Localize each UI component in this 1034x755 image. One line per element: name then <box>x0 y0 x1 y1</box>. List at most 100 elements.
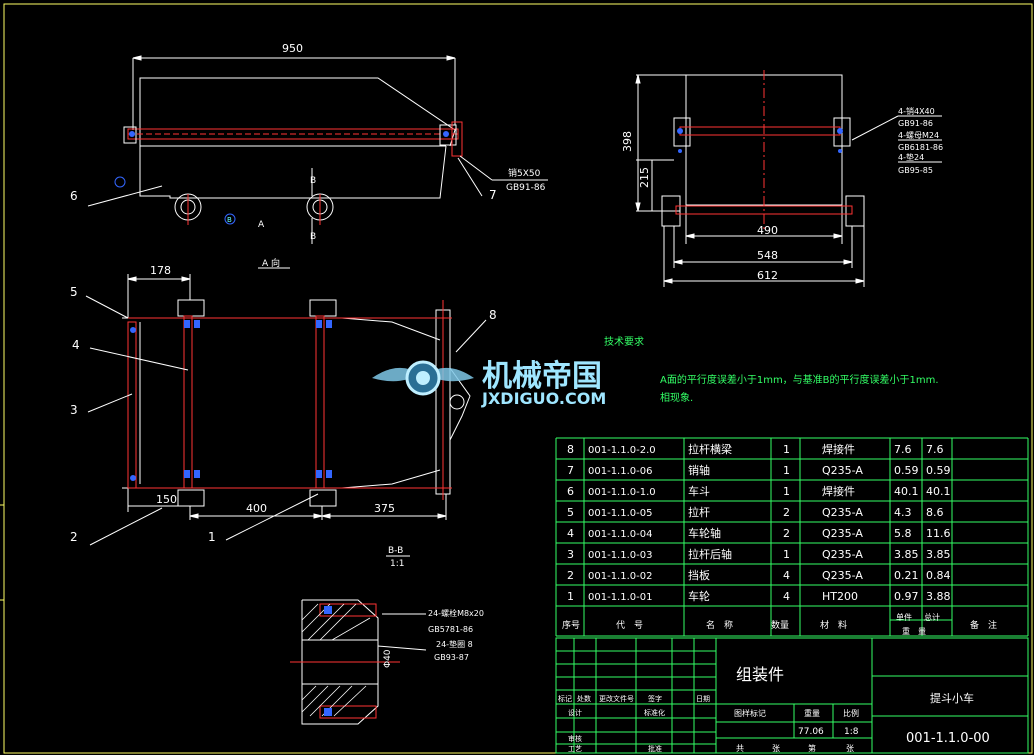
sheet-total-a: 共 <box>736 744 744 753</box>
flatness-symbol-icon <box>114 176 126 188</box>
stage-label: 图样标记 <box>734 708 766 718</box>
scale-value: 1:8 <box>844 727 859 737</box>
pin-leader <box>459 155 493 181</box>
side-note-leader <box>851 115 899 141</box>
drawing-number: 001-1.1.0-00 <box>906 731 990 746</box>
datum-b-label: B <box>227 216 232 224</box>
side-note-3: 4-螺母M24 <box>898 130 939 140</box>
bom-cell-mat: Q235-A <box>822 506 863 519</box>
bom-cell-total: 0.59 <box>926 464 951 477</box>
bom-cell-mat: Q235-A <box>822 548 863 561</box>
bom-cell-unit: 0.21 <box>894 569 919 582</box>
section-hatch <box>301 603 371 717</box>
sheet-no-a: 第 <box>808 743 816 753</box>
dim-178: 178 <box>150 264 171 277</box>
callout-4: 4 <box>72 338 80 352</box>
drawing-title: 组装件 <box>736 665 784 684</box>
tech-line-2: 相现象. <box>660 391 693 404</box>
bom-header-no: 序号 <box>562 619 580 631</box>
bom-cell-code: 001-1.1.0-01 <box>588 592 652 603</box>
plan-callout-leaders <box>85 295 487 546</box>
watermark-sub: JXDIGUO.COM <box>481 389 606 408</box>
bom-cell-code: 001-1.1.0-1.0 <box>588 487 656 498</box>
bom-cell-no: 8 <box>567 443 574 456</box>
bom-cell-code: 001-1.1.0-02 <box>588 571 652 582</box>
tb-design: 设计 <box>568 708 582 717</box>
part-name: 提斗小车 <box>930 691 974 705</box>
section-scale: 1:1 <box>390 559 404 569</box>
bom-cell-no: 5 <box>567 506 574 519</box>
plan-dims <box>127 276 447 519</box>
dim-375: 375 <box>374 502 395 515</box>
tb-mark: 标记 <box>558 694 572 703</box>
callout-8: 8 <box>489 308 497 322</box>
callout-1: 1 <box>208 530 216 544</box>
section-bolts <box>324 606 332 716</box>
dim-950-label: 950 <box>282 42 303 55</box>
bom-cell-name: 挡板 <box>688 568 710 582</box>
view-a-label: A 向 <box>262 257 280 269</box>
bom-header-qty: 数量 <box>771 619 789 631</box>
bom-cell-qty: 2 <box>783 527 790 540</box>
side-dims <box>635 74 865 284</box>
bom-cell-qty: 4 <box>783 569 790 582</box>
datum-b-icon <box>224 213 236 225</box>
tb-standard: 标准化 <box>644 708 665 717</box>
watermark-main: 机械帝国 <box>482 359 602 394</box>
bom-cell-code: 001-1.1.0-06 <box>588 466 652 477</box>
bom-cell-code: 001-1.1.0-04 <box>588 529 652 540</box>
bom-cell-name: 车轮 <box>688 589 710 603</box>
bom-cell-no: 6 <box>567 485 574 498</box>
marker-a: A <box>258 220 265 230</box>
bom-cell-unit: 5.8 <box>894 527 912 540</box>
bom-cell-qty: 1 <box>783 485 790 498</box>
bom-cell-mat: 焊接件 <box>822 484 855 498</box>
bom-cell-total: 3.85 <box>926 548 951 561</box>
plan-view-bolts <box>130 320 332 481</box>
side-view <box>636 74 865 287</box>
tb-approve: 批准 <box>648 744 662 753</box>
bom-cell-code: 001-1.1.0-05 <box>588 508 652 519</box>
bom-cell-unit: 0.97 <box>894 590 919 603</box>
bom-cell-code: 001-1.1.0-03 <box>588 550 652 561</box>
callout-6-leader <box>87 185 163 207</box>
bom-cell-total: 11.6 <box>926 527 951 540</box>
side-view-rods <box>675 70 853 232</box>
bom-cell-name: 拉杆横梁 <box>688 442 732 456</box>
callout-2: 2 <box>70 530 78 544</box>
side-note-4: GB6181-86 <box>898 143 943 152</box>
front-view-rod <box>123 121 463 225</box>
bom-cell-name: 车轮轴 <box>688 526 721 540</box>
section-note-2: GB5781-86 <box>428 625 473 634</box>
watermark-logo-icon <box>372 360 474 396</box>
bom-cell-mat: 焊接件 <box>822 442 855 456</box>
callout-3: 3 <box>70 403 78 417</box>
section-note-3: 24-垫圈 8 <box>436 639 473 649</box>
side-note-6: GB95-85 <box>898 166 933 175</box>
callout-5: 5 <box>70 285 78 299</box>
section-note-4: GB93-87 <box>434 653 469 662</box>
dim-400: 400 <box>246 502 267 515</box>
section-label: B-B <box>388 546 403 556</box>
sheet-total-b: 张 <box>772 744 780 753</box>
bom-cell-name: 拉杆 <box>688 505 710 519</box>
bom-cell-mat: Q235-A <box>822 569 863 582</box>
dim-215: 215 <box>638 167 651 188</box>
tb-date: 日期 <box>696 695 710 703</box>
tb-sign: 签字 <box>648 694 662 703</box>
bom-cell-unit: 3.85 <box>894 548 919 561</box>
bom-header-total: 总计 <box>924 612 940 622</box>
section-note-leader-2 <box>377 645 427 651</box>
bom-cell-total: 40.1 <box>926 485 951 498</box>
tech-line-1: A面的平行度误差小于1mm，与基准B的平行度误差小于1mm. <box>660 373 939 386</box>
pin-note: 销5X50 <box>508 167 541 179</box>
weight-value: 77.06 <box>798 727 824 737</box>
bom-cell-no: 1 <box>567 590 574 603</box>
bom-cell-unit: 7.6 <box>894 443 912 456</box>
dim-398: 398 <box>621 131 634 152</box>
bom-cell-qty: 2 <box>783 506 790 519</box>
bom-cell-name: 车斗 <box>688 484 710 498</box>
